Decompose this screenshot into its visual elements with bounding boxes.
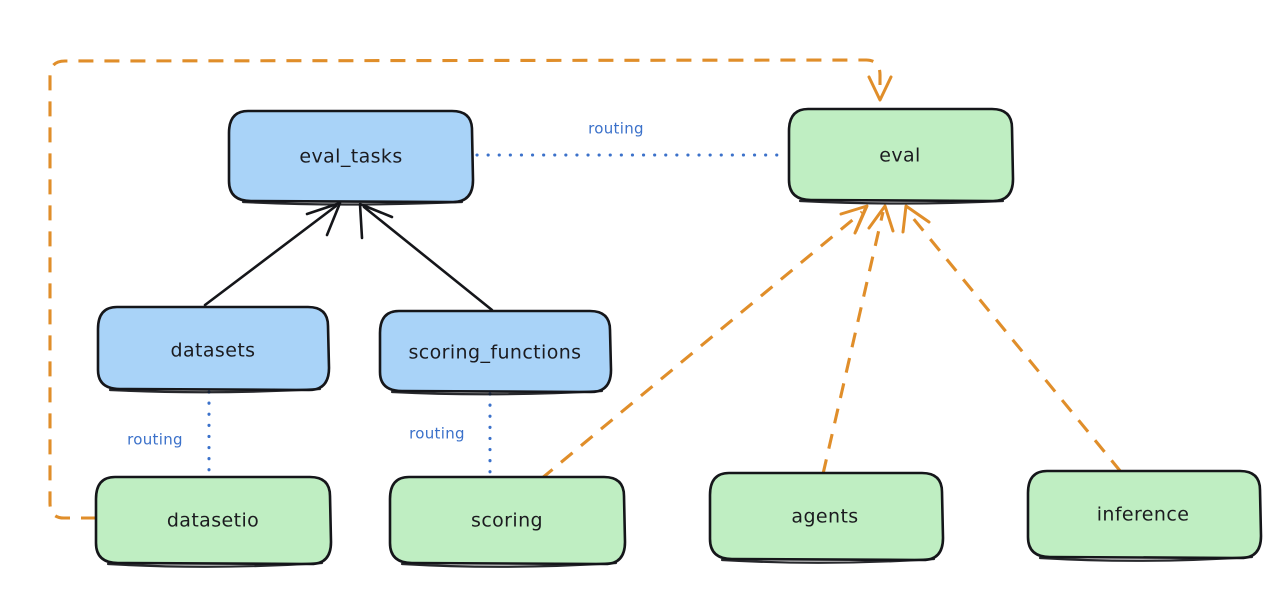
node-agents-underline: [720, 557, 936, 564]
node-datasetio-label: datasetio: [167, 510, 259, 532]
node-scoring[interactable]: scoring: [388, 475, 627, 568]
node-datasets-underline: [108, 387, 322, 394]
node-scoring-functions-underline: [390, 389, 604, 396]
node-inference-label: inference: [1097, 504, 1190, 526]
node-eval-tasks-label: eval_tasks: [299, 146, 402, 168]
edge-inference-eval: [901, 204, 1123, 473]
edge-datasetio-eval-arrowhead: [867, 75, 893, 102]
node-datasetio[interactable]: datasetio: [94, 475, 333, 568]
edge-datasets-datasetio: routing: [127, 390, 211, 476]
edge-label-routing-eval: routing: [588, 120, 644, 138]
node-datasets-label: datasets: [171, 340, 256, 362]
edge-scoring-eval-line: [540, 210, 863, 481]
edge-datasets-eval-tasks: [203, 201, 342, 307]
node-scoring-underline: [400, 561, 618, 568]
node-eval-tasks[interactable]: eval_tasks: [227, 109, 475, 206]
edge-agents-eval: [821, 204, 895, 475]
edge-inference-eval-arrowhead: [901, 204, 931, 234]
edge-label-routing-scoring: routing: [409, 425, 465, 443]
node-agents-label: agents: [791, 506, 858, 528]
edge-datasets-eval-tasks-arrowhead: [305, 201, 342, 237]
node-agents[interactable]: agents: [708, 471, 945, 564]
node-eval-tasks-underline: [241, 200, 464, 206]
node-scoring-functions[interactable]: scoring_functions: [378, 309, 613, 396]
edge-label-routing-datasetio: routing: [127, 431, 183, 449]
edge-datasetio-eval-line: [48, 58, 882, 520]
node-inference[interactable]: inference: [1026, 469, 1263, 562]
node-inference-underline: [1038, 555, 1254, 562]
edge-agents-eval-line: [821, 211, 885, 475]
node-datasets[interactable]: datasets: [96, 305, 331, 394]
node-eval-label: eval: [879, 145, 920, 167]
edge-scoring-eval: [540, 204, 869, 481]
edge-scoring-functions-eval-tasks-line: [362, 205, 494, 312]
node-layer: eval_tasks eval datasets scoring_functio…: [94, 107, 1263, 568]
edge-layer: routing routing routing: [48, 58, 1123, 520]
node-scoring-functions-label: scoring_functions: [409, 342, 582, 364]
edge-scoring-functions-eval-tasks: [358, 202, 494, 312]
node-scoring-label: scoring: [471, 510, 543, 532]
edge-eval-tasks-eval: routing: [475, 120, 788, 157]
node-eval-underline: [798, 199, 1005, 205]
edge-scoring-functions-scoring: routing: [409, 392, 492, 478]
edge-datasets-eval-tasks-line: [203, 204, 338, 307]
node-eval[interactable]: eval: [787, 107, 1015, 205]
edge-datasetio-eval: [48, 58, 893, 520]
node-datasetio-underline: [106, 561, 324, 568]
edge-inference-eval-line: [906, 211, 1123, 473]
edge-scoring-eval-arrowhead-tail: [853, 205, 868, 235]
edge-agents-eval-arrowhead: [867, 204, 895, 233]
